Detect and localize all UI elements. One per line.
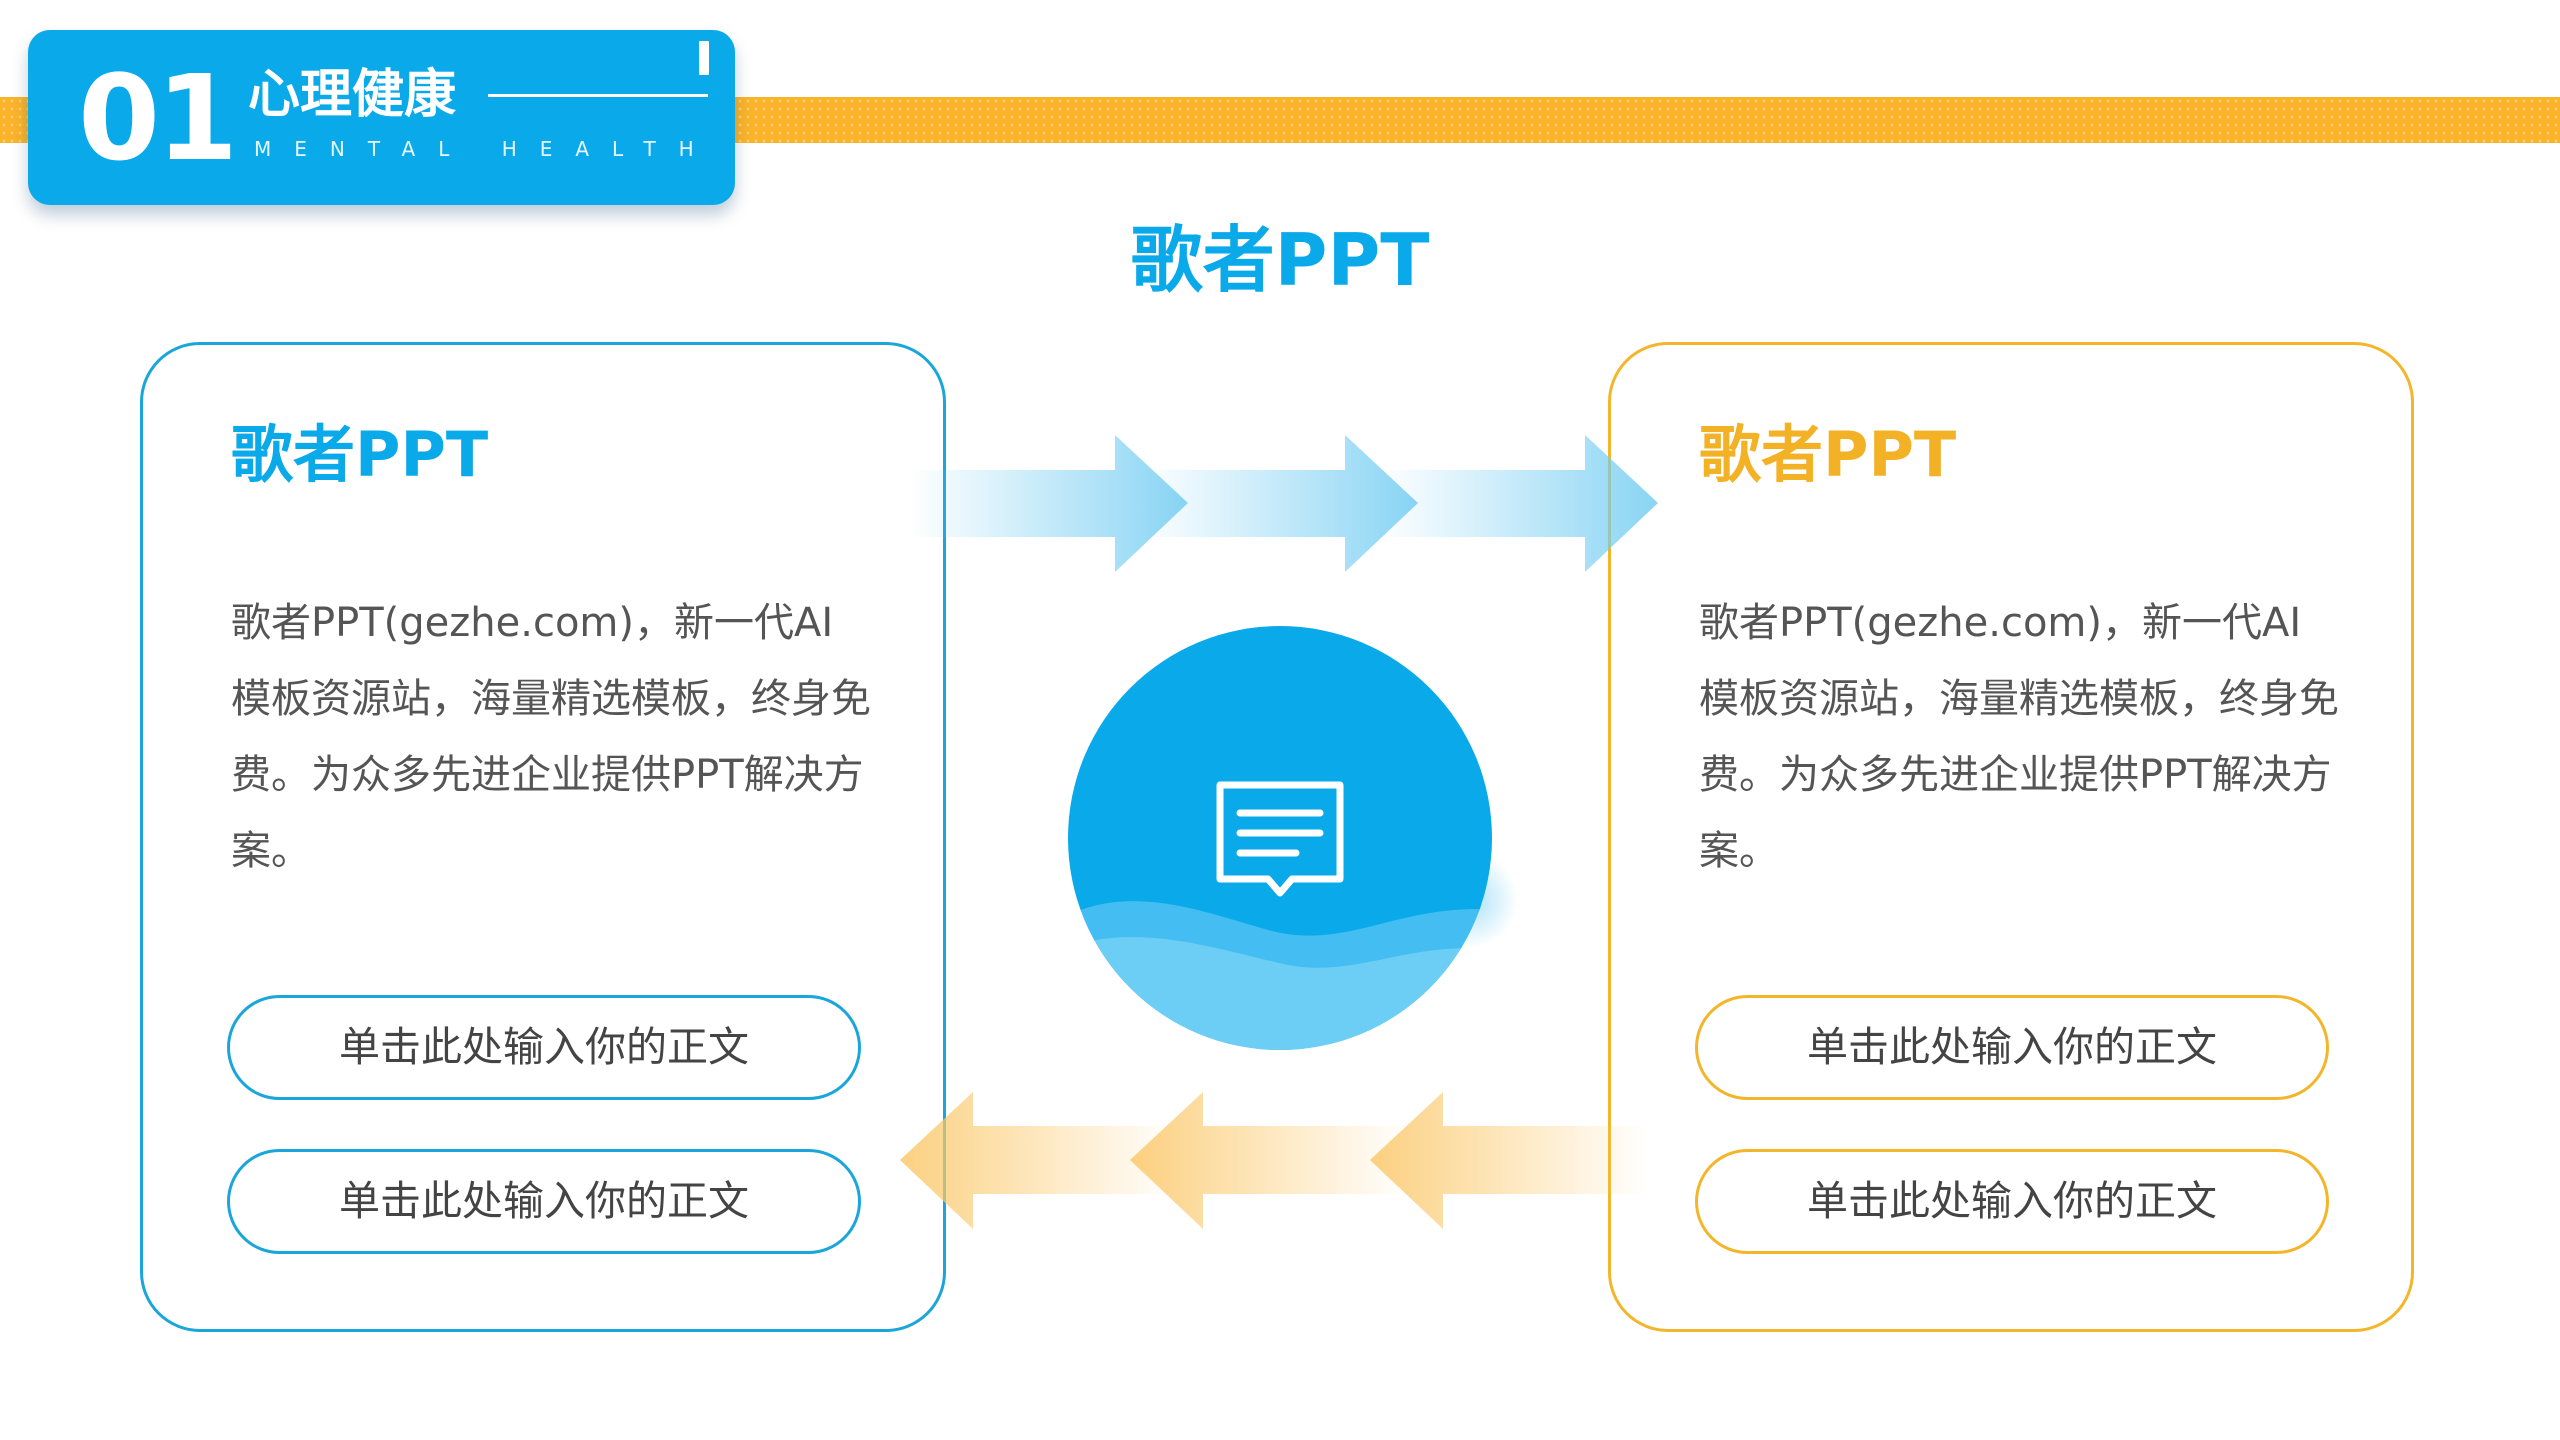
section-title: 心理健康 xyxy=(248,65,457,125)
left-card-body: 歌者PPT(gezhe.com)，新一代AI模板资源站，海量精选模板，终身免费。… xyxy=(231,600,871,874)
right-card: 歌者PPT 歌者PPT(gezhe.com)，新一代AI模板资源站，海量精选模板… xyxy=(1608,342,2414,1332)
left-arrow-icon xyxy=(1370,1092,1648,1229)
message-icon xyxy=(1216,781,1344,897)
right-text-button-1[interactable]: 单击此处输入你的正文 xyxy=(1695,995,2329,1100)
left-arrow-icon xyxy=(1130,1092,1408,1229)
section-badge: 01 心理健康 MENTAL HEALTH xyxy=(28,30,735,205)
right-arrow-icon xyxy=(910,435,1188,572)
left-text-button-2[interactable]: 单击此处输入你的正文 xyxy=(227,1149,861,1254)
section-subtitle: MENTAL HEALTH xyxy=(254,137,717,161)
left-card-title: 歌者PPT xyxy=(231,418,489,491)
left-card: 歌者PPT 歌者PPT(gezhe.com)，新一代AI模板资源站，海量精选模板… xyxy=(140,342,946,1332)
page-title: 歌者PPT xyxy=(1130,218,1430,302)
right-text-button-2[interactable]: 单击此处输入你的正文 xyxy=(1695,1149,2329,1254)
right-card-body: 歌者PPT(gezhe.com)，新一代AI模板资源站，海量精选模板，终身免费。… xyxy=(1699,600,2339,874)
section-number: 01 xyxy=(78,49,238,187)
right-arrow-group xyxy=(910,435,1658,572)
center-circle xyxy=(1068,626,1518,1050)
badge-tab xyxy=(696,38,712,78)
left-text-button-1[interactable]: 单击此处输入你的正文 xyxy=(227,995,861,1100)
right-arrow-icon xyxy=(1140,435,1418,572)
badge-divider xyxy=(488,94,708,97)
left-arrow-group xyxy=(900,1092,1648,1229)
right-card-title: 歌者PPT xyxy=(1699,418,1957,491)
